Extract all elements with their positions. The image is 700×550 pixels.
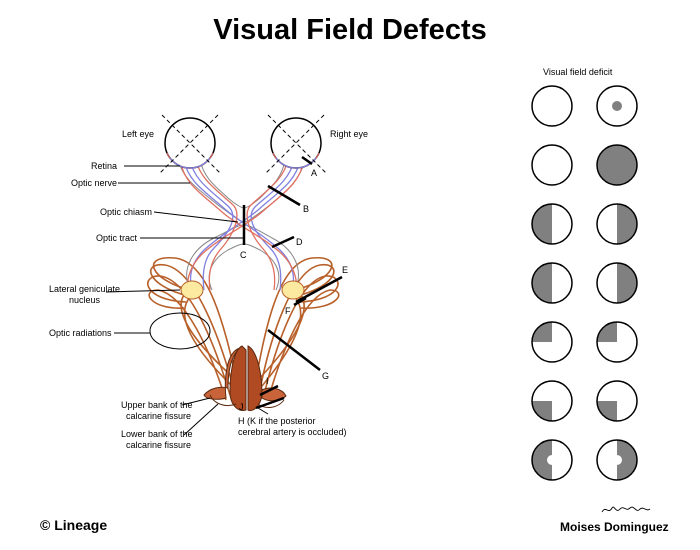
optic-radiations-label: Optic radiations <box>49 328 112 338</box>
deficit-grid <box>531 85 638 481</box>
optic-tract-label: Optic tract <box>96 233 138 243</box>
label-leader-lines <box>105 165 269 436</box>
lesion-letter-a: A <box>311 168 317 178</box>
deficit-field-right-half-macular-sparing <box>596 439 638 481</box>
lesion-letter-f: F <box>285 306 291 316</box>
deficit-field-full <box>596 144 638 186</box>
upper-bank-label-line2: calcarine fissure <box>126 411 191 421</box>
page-title: Visual Field Defects <box>213 14 487 46</box>
lesion-letter-c: C <box>240 250 247 260</box>
deficit-header: Visual field deficit <box>543 67 613 77</box>
left-lgn <box>180 280 204 300</box>
lesion-letter-e: E <box>342 265 348 275</box>
lesion-letter-g: G <box>322 371 329 381</box>
h-note-line2: cerebral artery is occluded) <box>238 427 347 437</box>
lesion-letter-j: J <box>239 402 244 412</box>
right-eye-label: Right eye <box>330 129 368 139</box>
deficit-field-none <box>531 85 573 127</box>
deficit-field-left-half-macular-sparing <box>531 439 573 481</box>
deficit-field-upper-left-quarter <box>531 321 573 363</box>
right-lgn <box>281 280 305 300</box>
deficit-field-right-half <box>596 203 638 245</box>
optic-chiasm-label: Optic chiasm <box>100 207 152 217</box>
lgn-label-line1: Lateral geniculate <box>49 284 120 294</box>
left-eye-label: Left eye <box>122 129 154 139</box>
optic-radiations-fibers <box>147 257 340 401</box>
copyright: © Lineage <box>40 517 108 533</box>
left-eye <box>159 114 221 174</box>
signature <box>601 506 651 513</box>
lower-bank-label-line1: Lower bank of the <box>121 429 193 439</box>
lgn-label-line2: nucleus <box>69 295 101 305</box>
optic-nerve-label: Optic nerve <box>71 178 117 188</box>
deficit-field-right-half <box>596 262 638 304</box>
deficit-field-lower-left-quarter <box>596 380 638 422</box>
deficit-field-lower-left-quarter <box>531 380 573 422</box>
author: Moises Dominguez <box>560 520 669 534</box>
h-note-line1: H (K if the posterior <box>238 416 316 426</box>
right-eye <box>265 114 327 174</box>
deficit-field-upper-left-quarter <box>596 321 638 363</box>
lesion-letter-i: I <box>266 376 269 386</box>
retina-label: Retina <box>91 161 117 171</box>
upper-bank-label-line1: Upper bank of the <box>121 400 193 410</box>
deficit-field-central-spot <box>596 85 638 127</box>
lesion-letter-d: D <box>296 237 303 247</box>
deficit-field-none <box>531 144 573 186</box>
deficit-field-left-half <box>531 203 573 245</box>
lower-bank-label-line2: calcarine fissure <box>126 440 191 450</box>
lesion-letter-b: B <box>303 204 309 214</box>
deficit-field-left-half <box>531 262 573 304</box>
